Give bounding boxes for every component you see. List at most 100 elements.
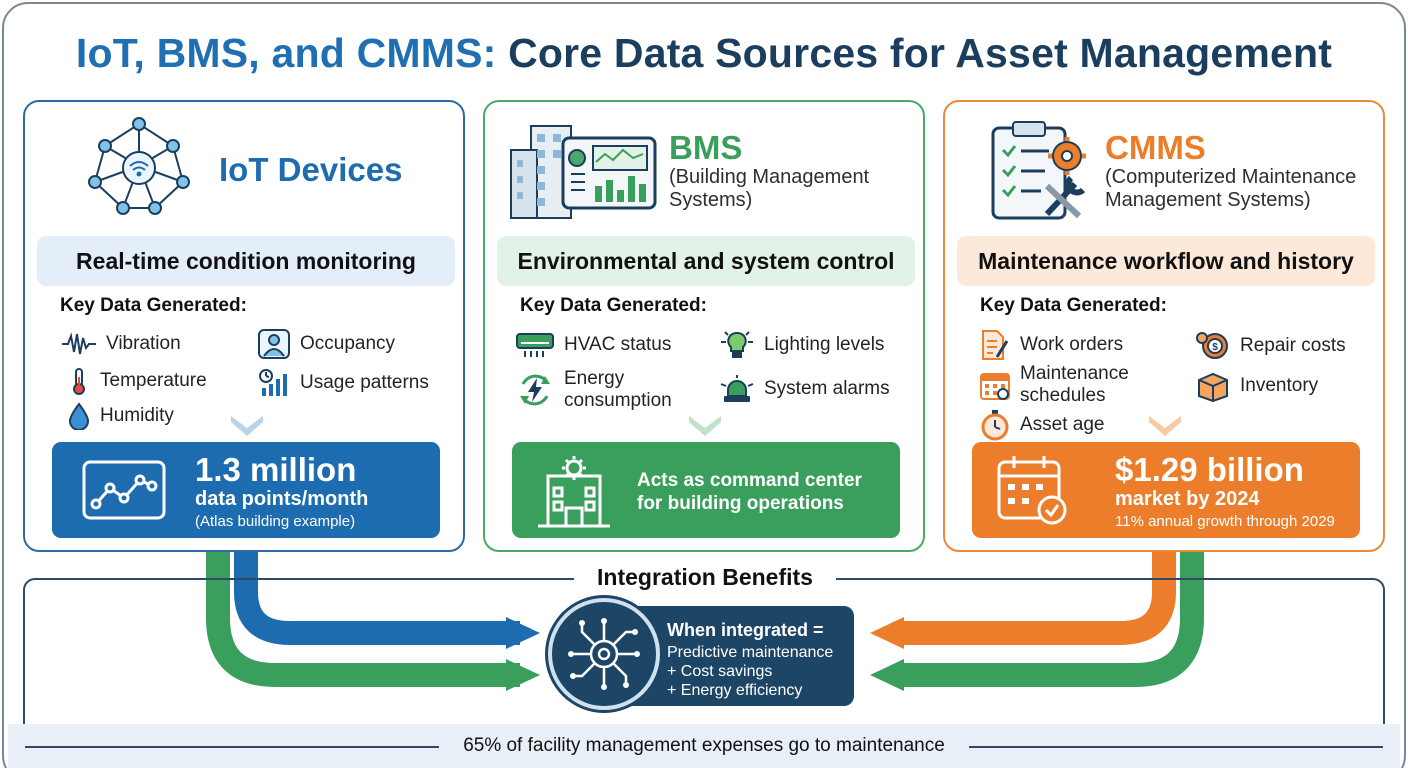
title-part-2: Core Data Sources for Asset Management <box>508 30 1333 76</box>
item-label: Temperature <box>100 370 207 391</box>
item-label: Occupancy <box>300 333 396 354</box>
checklist-tools-icon <box>991 121 1086 220</box>
item-label-line1: Maintenance <box>1020 363 1129 384</box>
bms-subtitle-2: Systems) <box>669 189 753 211</box>
item-label: System alarms <box>764 378 890 399</box>
stopwatch-icon <box>981 410 1009 441</box>
cmms-item-inventory: Inventory <box>1195 370 1318 402</box>
footer-note: 65% of facility management expenses go t… <box>439 735 969 757</box>
bms-item-hvac: HVAC status <box>515 332 671 358</box>
cmms-stat-value: $1.29 billion <box>1115 451 1304 488</box>
cmms-stat-note: 11% annual growth through 2029 <box>1115 513 1335 530</box>
water-drop-icon <box>68 402 90 430</box>
cmms-arrow-orange <box>900 548 1176 645</box>
iot-item-temperature: Temperature <box>67 367 207 395</box>
calendar-icon <box>980 373 1010 400</box>
title-part-1: IoT, BMS, and CMMS: <box>75 30 497 76</box>
page-title: IoT, BMS, and CMMS: Core Data Sources fo… <box>0 30 1408 77</box>
integration-title: Integration Benefits <box>574 564 836 591</box>
building-gear-icon <box>538 456 610 528</box>
iot-stat-note: (Atlas building example) <box>195 513 356 530</box>
person-icon <box>258 329 290 359</box>
bms-item-alarms: System alarms <box>719 374 890 404</box>
gear-dollar-icon: $ <box>1196 332 1228 359</box>
cmms-item-repair-costs: $ Repair costs <box>1195 329 1346 363</box>
item-label: Work orders <box>1020 334 1124 355</box>
cmms-item-asset-age: Asset age <box>979 409 1105 441</box>
waveform-icon <box>62 332 96 355</box>
item-label-line1: Energy <box>564 368 625 389</box>
iot-item-vibration: Vibration <box>61 332 181 356</box>
usage-chart-icon <box>259 369 287 396</box>
arrowhead-green-left <box>506 659 540 691</box>
arrowhead-blue <box>506 617 540 649</box>
iot-arrow-blue <box>234 548 520 645</box>
cmms-stat-unit: market by 2024 <box>1115 488 1260 510</box>
bms-band: Environmental and system control <box>497 236 915 286</box>
item-label: HVAC status <box>564 334 672 355</box>
item-label-line2: schedules <box>1020 385 1106 406</box>
bms-subtitle-1: (Building Management <box>669 166 870 188</box>
lightbulb-icon <box>721 331 753 358</box>
cmms-arrow-green <box>900 548 1204 687</box>
bms-stat-line1: Acts as command center <box>637 470 862 491</box>
hub-benefit-2: + Cost savings <box>667 663 773 680</box>
arrowhead-green-right <box>870 659 904 691</box>
hub-benefit-3: + Energy efficiency <box>667 682 803 699</box>
item-label: Vibration <box>106 333 181 354</box>
cmms-subtitle-2: Management Systems) <box>1105 189 1311 211</box>
gear-circuit-icon <box>568 618 640 690</box>
item-label: Inventory <box>1240 375 1319 396</box>
box-icon <box>1198 372 1228 402</box>
iot-stat-value: 1.3 million <box>195 451 357 488</box>
network-icon <box>88 117 190 215</box>
hub-title: When integrated = <box>667 620 824 640</box>
hub-benefit-1: Predictive maintenance <box>667 644 834 661</box>
iot-key-data-label: Key Data Generated: <box>60 295 247 316</box>
iot-item-occupancy: Occupancy <box>257 328 395 360</box>
item-label: Humidity <box>100 405 174 426</box>
iot-card: IoT Devices Real-time condition monitori… <box>23 100 465 552</box>
cmms-band: Maintenance workflow and history <box>957 236 1375 286</box>
item-label-line2: consumption <box>564 390 672 411</box>
cmms-card: CMMS (Computerized Maintenance Managemen… <box>943 100 1385 552</box>
cmms-subtitle-1: (Computerized Maintenance <box>1105 166 1357 188</box>
iot-title: IoT Devices <box>219 151 403 188</box>
chevron-down-icon <box>231 416 263 436</box>
document-pen-icon <box>982 330 1009 360</box>
bms-card: BMS (Building Management Systems) Enviro… <box>483 100 925 552</box>
arrowhead-orange <box>870 617 904 649</box>
iot-arrow-green <box>206 548 520 687</box>
bms-title: BMS <box>669 129 743 166</box>
hvac-icon <box>516 333 554 357</box>
cmms-item-work-orders: Work orders <box>979 329 1123 361</box>
cmms-key-data-label: Key Data Generated: <box>980 295 1167 316</box>
item-label: Usage patterns <box>300 372 429 393</box>
iot-stat-unit: data points/month <box>195 488 369 510</box>
item-label: Lighting levels <box>764 334 885 355</box>
integration-hub-circle <box>548 598 660 710</box>
chevron-down-icon <box>689 416 721 436</box>
item-label: Repair costs <box>1240 335 1346 356</box>
iot-item-usage: Usage patterns <box>257 368 429 398</box>
cmms-stat-box: $1.29 billion market by 2024 11% annual … <box>972 442 1360 538</box>
iot-band: Real-time condition monitoring <box>37 236 455 286</box>
bms-stat-line2: for building operations <box>637 493 844 514</box>
line-chart-icon <box>82 460 166 520</box>
iot-item-humidity: Humidity <box>67 402 174 430</box>
energy-cycle-icon <box>520 374 550 406</box>
building-dashboard-icon <box>510 125 657 219</box>
item-label: Asset age <box>1020 414 1105 435</box>
calendar-check-icon <box>997 456 1067 525</box>
chevron-down-icon <box>1149 416 1181 436</box>
thermometer-icon <box>73 368 85 395</box>
alarm-light-icon <box>720 375 754 402</box>
svg-text:$: $ <box>1212 342 1218 353</box>
